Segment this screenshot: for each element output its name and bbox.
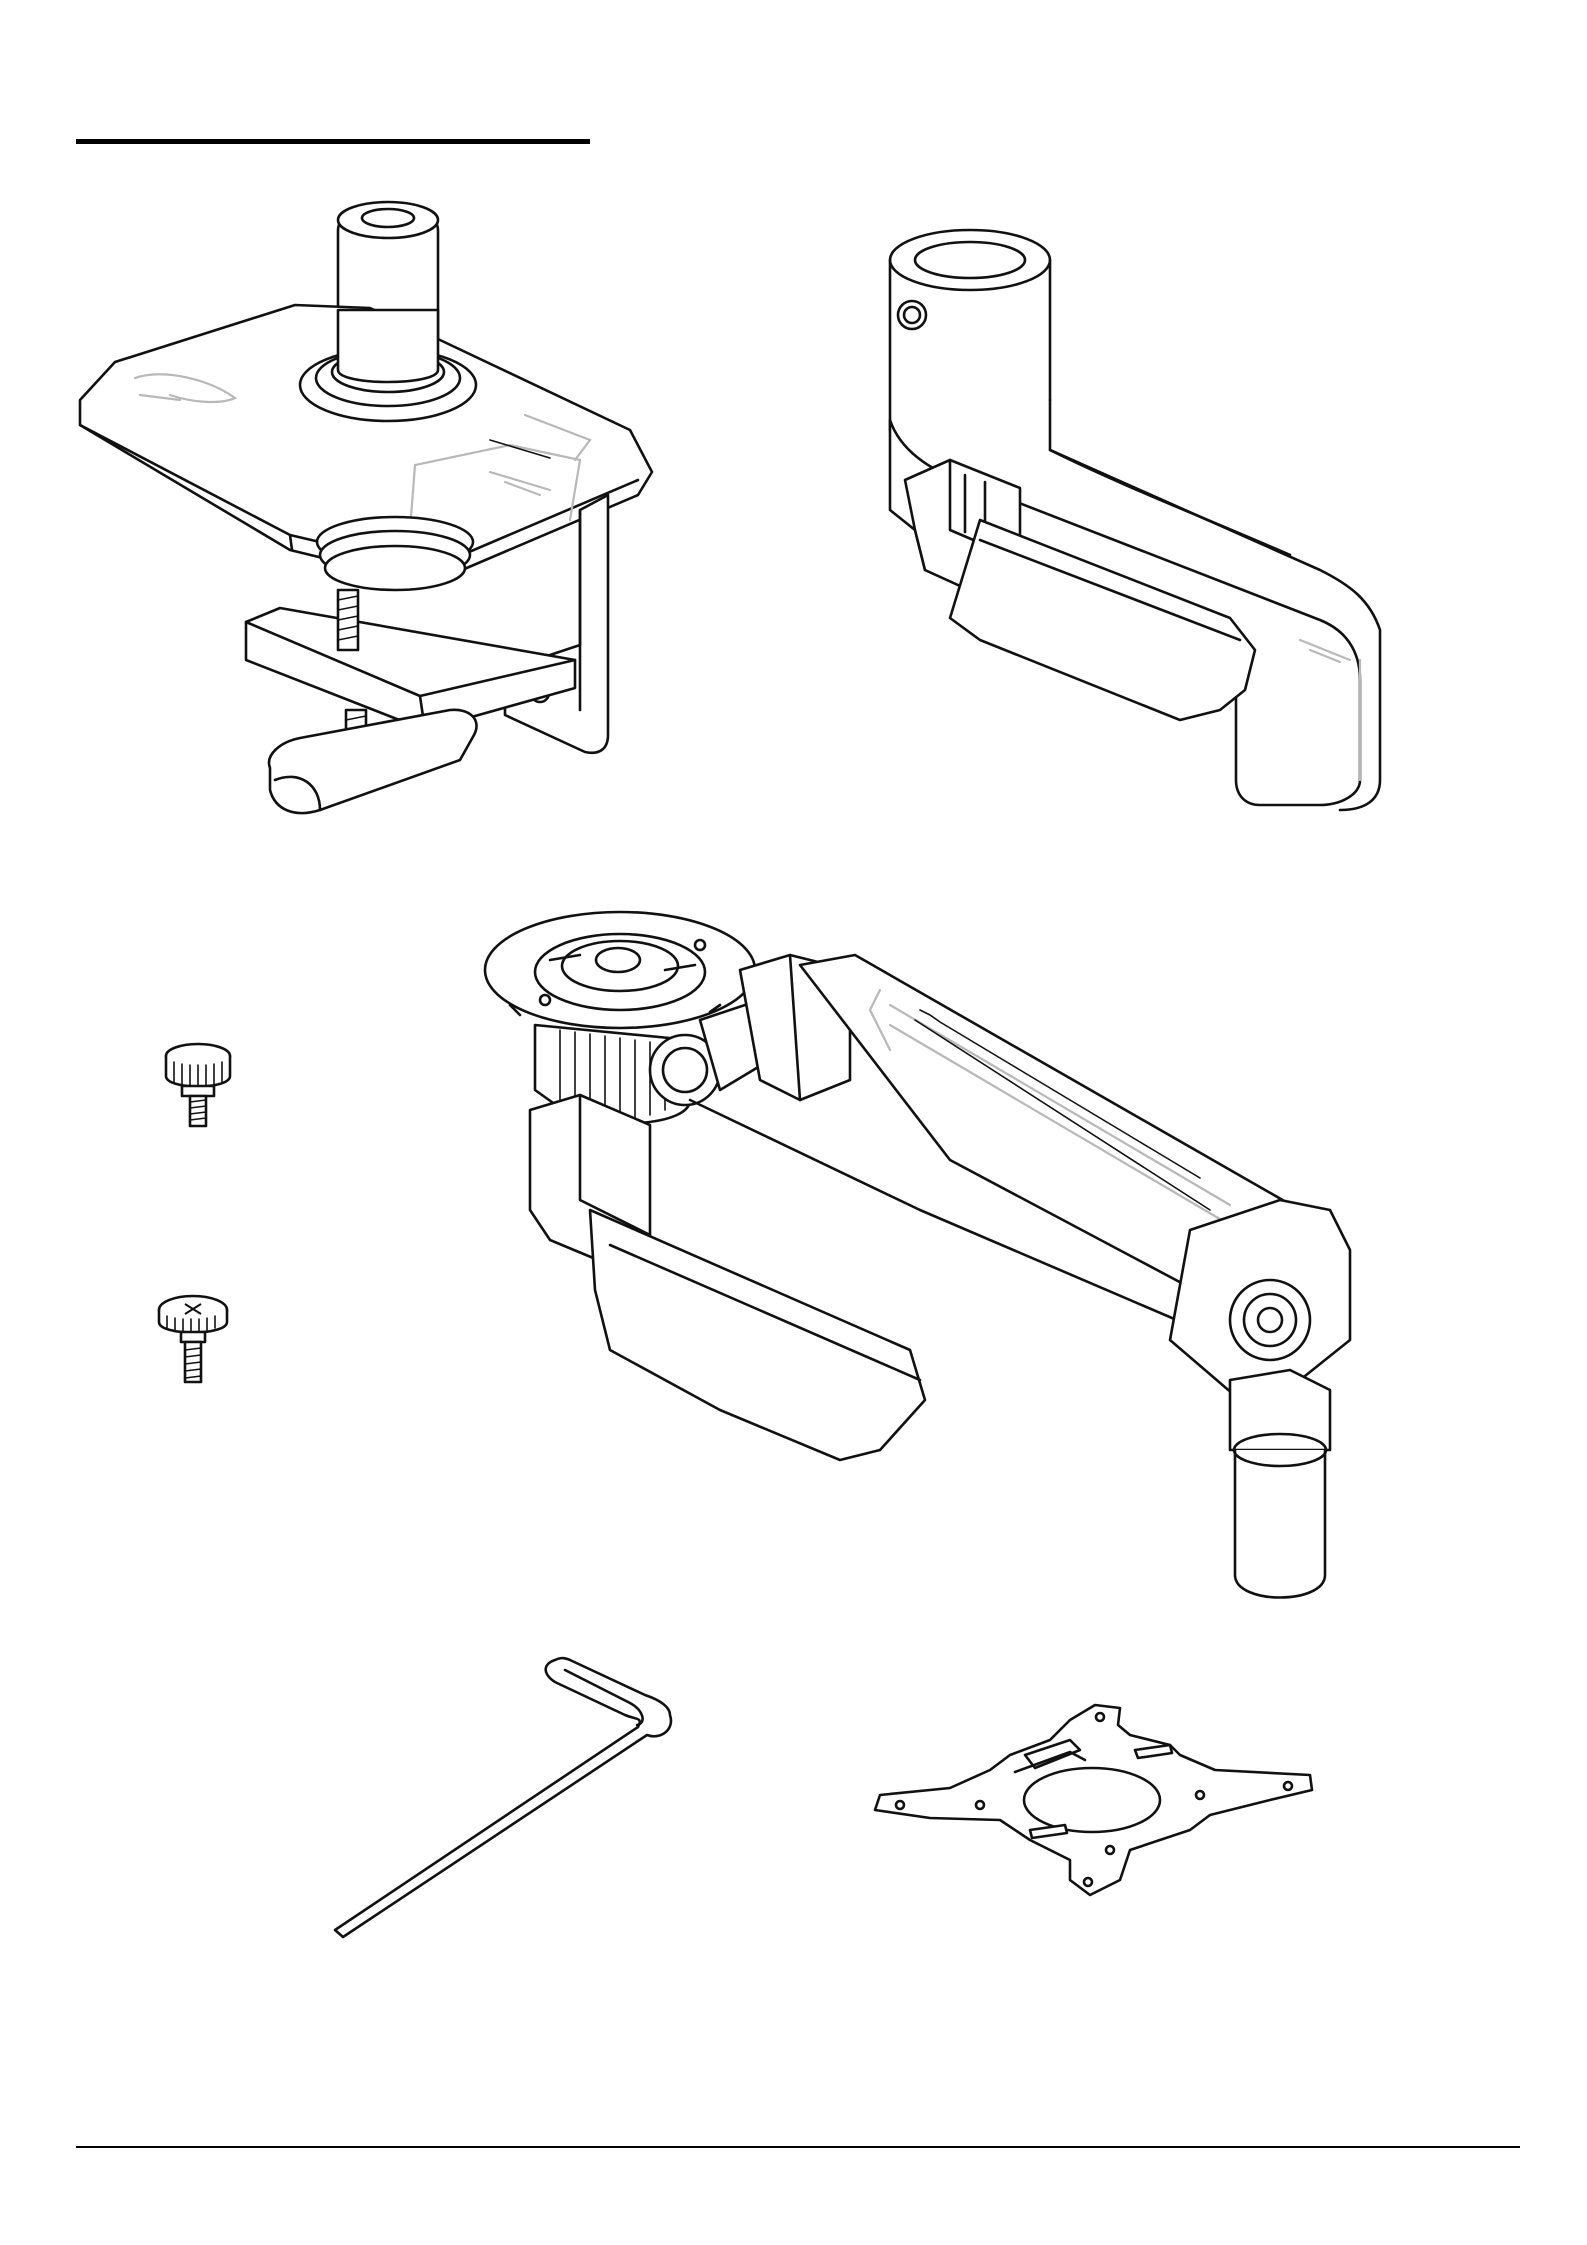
thumb-screw-icon — [160, 1042, 240, 1132]
header-rule — [76, 139, 590, 144]
gas-spring-arm-icon — [470, 910, 1390, 1600]
upper-arm-icon — [870, 220, 1420, 820]
footer-rule — [76, 2146, 1520, 2148]
vesa-plate-icon — [870, 1700, 1320, 1900]
phillips-screw-icon — [155, 1292, 235, 1387]
desk-clamp-icon — [70, 190, 670, 850]
hex-key-icon — [325, 1645, 705, 1945]
